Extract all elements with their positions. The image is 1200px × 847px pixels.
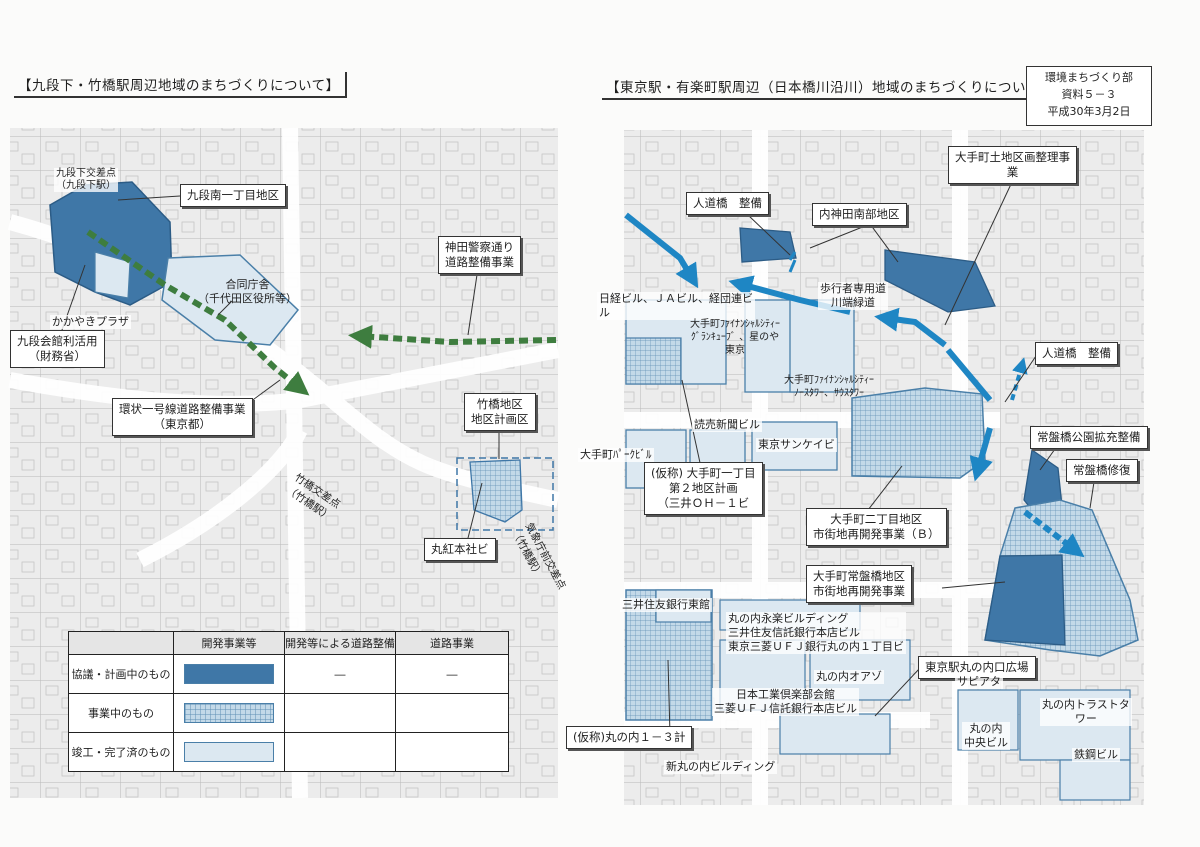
- river-walk-arrow-west: [624, 212, 699, 289]
- marubeni-label: 丸紅本社ビ: [424, 538, 496, 561]
- pedestrian-road-label: 歩行者専用道川端緑道: [818, 282, 888, 310]
- ofc-tower-area: [789, 299, 855, 393]
- tekko-area: [1059, 759, 1131, 801]
- sankei-label: 東京サンケイビ: [756, 438, 837, 452]
- jindo-bridge-arrow: [1010, 357, 1028, 401]
- map-legend: 開発事業等 開発等による道路整備 道路事業 協議・計画中のもの ― ― 事業中の…: [68, 631, 509, 772]
- uchikanda-label: 内神田南部地区: [812, 203, 907, 226]
- kanda-police-road-arrow: [348, 324, 557, 349]
- godo-chosha-label: 合同庁舎（千代田区役所等）: [198, 278, 297, 305]
- legend-swatch-completed: [184, 742, 274, 762]
- document-date: 平成30年3月2日: [1047, 105, 1131, 118]
- shin-maru-area: [779, 713, 891, 755]
- legend-row-completed: 竣工・完了済のもの: [68, 732, 174, 772]
- tokiwabashi-repair-label: 常盤橋修復: [1066, 459, 1138, 482]
- river-walk-arrow-east: [874, 307, 947, 348]
- otemachi-tokiwa-label: 大手町常盤橋地区市街地再開発事業: [806, 565, 912, 603]
- legend-planned-dev-road: ―: [284, 654, 396, 694]
- legend-row-planned: 協議・計画中のもの: [68, 654, 174, 694]
- legend-solid-blue-arrow: [284, 732, 396, 772]
- otemachi1-label: (仮称) 大手町一丁目第２地区計画（三井ＯＨ－１ビ: [644, 462, 763, 515]
- sapia-tower-label: サピアタ: [955, 675, 1003, 689]
- otemachi-tokiwa-planned-area: [984, 554, 1066, 646]
- sumitomo-east-label: 三井住友銀行東館: [620, 598, 712, 612]
- document-info-box: 環境まちづくり部 資料５－３ 平成30年3月2日: [1026, 66, 1152, 126]
- legend-solid-green-arrow: [395, 732, 509, 772]
- otemachi2-area: [851, 387, 986, 479]
- legend-row-under-construction: 事業中のもの: [68, 693, 174, 733]
- ofc-grancube-label: 大手町ﾌｧｲﾅﾝｼｬﾙｼﾃｨｰｸﾞﾗﾝｷｭｰﾌﾞ 、星のや東京: [690, 319, 780, 356]
- otemachi1-area: [625, 337, 682, 385]
- takebashi-district-boundary: [456, 457, 554, 531]
- legend-dashed-blue-arrow: [284, 693, 396, 733]
- river-walk-arrow-south: [969, 427, 993, 482]
- kanjo1-label: 環状一号線道路整備事業（東京都）: [112, 398, 253, 436]
- kudan-kaikan-label: 九段会館利活用（財務省）: [10, 330, 105, 368]
- legend-planned-road-project: ―: [395, 654, 509, 694]
- oazo-label: 丸の内オアゾ: [814, 670, 884, 684]
- uchikanda-area-west: [739, 227, 797, 263]
- kanda-police-label: 神田警察通り道路整備事業: [438, 236, 521, 274]
- right-leader-lines: [667, 181, 1095, 736]
- jindo-bridge-marker: [788, 251, 797, 273]
- tokiwabashi-repair-arrow: [1023, 509, 1085, 558]
- right-section-title: 【東京駅・有楽町駅周辺（日本橋川沿川）地域のまちづくりについて】: [602, 74, 1061, 100]
- legend-header-road-project: 道路事業: [395, 631, 509, 655]
- legend-header-dev-road: 開発等による道路整備: [284, 631, 396, 655]
- marubeni-area: [469, 459, 523, 523]
- kakayaki-plaza-label: かかやきプラザ: [50, 315, 131, 329]
- marunouchi13-label: (仮称)丸の内１－３計: [566, 726, 693, 749]
- kudanminami-area: [49, 181, 173, 306]
- tokiwabashi-park-label: 常盤橋公園拡充整備: [1030, 426, 1148, 449]
- river-walk-segment: [945, 348, 993, 402]
- marunouchi-ekimae-label: 東京駅丸の内口広場: [918, 656, 1036, 679]
- park-bldg-label: 大手町ﾊﾟｰｸﾋﾞﾙ: [578, 448, 654, 462]
- godo-chosha-area: [161, 254, 300, 346]
- legend-swatch-under-construction: [184, 703, 274, 723]
- yomiuri-label: 読売新聞ビル: [692, 418, 762, 432]
- material-number: 資料５－３: [1061, 88, 1117, 101]
- kudanminami-label: 九段南一丁目地区: [180, 184, 286, 207]
- nikkei-ja-keidanren-label: 日経ビル、ＪＡビル、経団連ビル: [597, 292, 755, 320]
- left-section-title: 【九段下・竹橋駅周辺地域のまちづくりについて】: [14, 72, 347, 98]
- kudan-kaikan-area: [94, 251, 131, 299]
- jindo-bridge-right-label: 人道橋 整備: [1035, 342, 1118, 365]
- uchikanda-area-east: [884, 249, 996, 313]
- legend-swatch-planned: [184, 664, 274, 684]
- otemachi2-label: 大手町二丁目地区市街地再開発事業（Ｂ）: [806, 508, 947, 546]
- jindo-bridge-left-label: 人道橋 整備: [686, 192, 769, 215]
- chuo-bldg-label: 丸の内中央ビル: [962, 722, 1010, 750]
- otemachi-kukaku-label: 大手町土地区画整理事業: [948, 146, 1077, 184]
- legend-dashed-green-arrow: [395, 693, 509, 733]
- shin-marunouchi-label: 新丸の内ビルディング: [664, 760, 778, 774]
- ofc-tower-label: 大手町ﾌｧｲﾅﾝｼｬﾙｼﾃｨｰﾉｰｽﾀﾜｰ、ｻｳｽﾀﾜｰ: [784, 375, 874, 399]
- legend-header-development: 開発事業等: [173, 631, 285, 655]
- takebashi-district-label: 竹橋地区地区計画区: [464, 393, 536, 431]
- trust-tower-label: 丸の内トラストタワー: [1040, 698, 1132, 726]
- kanjo1-road-arrow: [86, 229, 310, 396]
- department-label: 環境まちづくり部: [1045, 71, 1133, 84]
- marunouchi-buildings-label: 丸の内永楽ビルディング三井住友信託銀行本店ビル東京三菱ＵＦＪ銀行丸の内１丁目ビ: [726, 612, 906, 654]
- kudanshita-intersection-label: 九段下交差点 （九段下駅）: [54, 168, 118, 192]
- tekko-bldg-label: 鉄鋼ビル: [1072, 748, 1120, 762]
- nihon-kogyo-label: 日本工業倶楽部会館三菱ＵＦＪ信託銀行本店ビル: [712, 688, 859, 716]
